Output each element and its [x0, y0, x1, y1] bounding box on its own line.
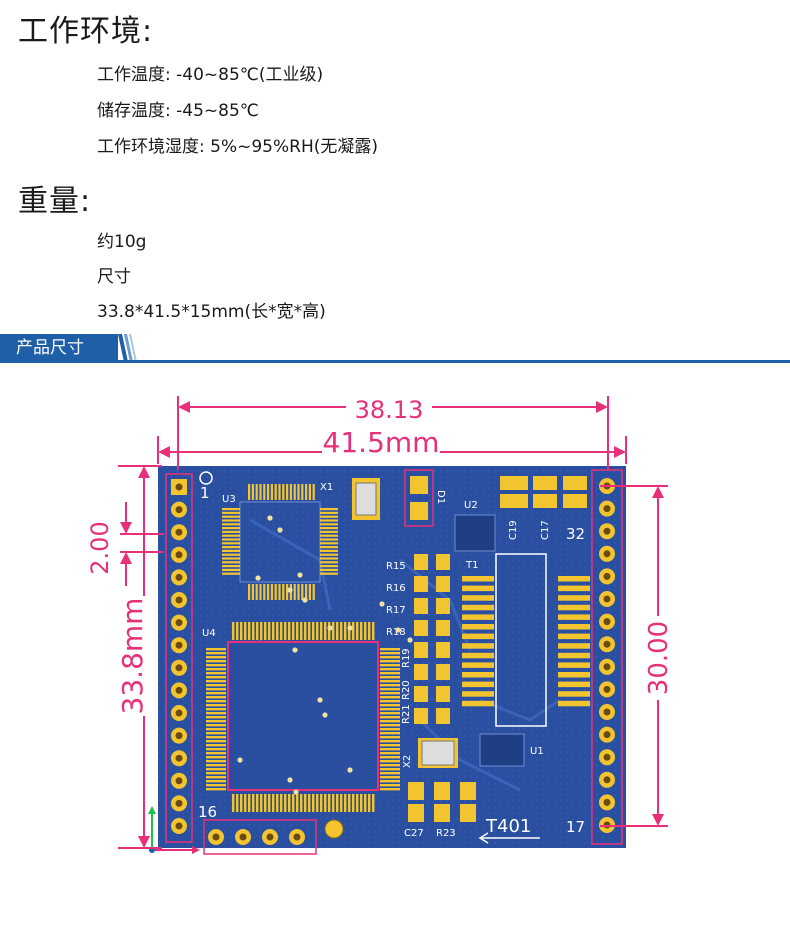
label-u1: U1: [530, 746, 544, 757]
via: [322, 712, 328, 718]
dimension-lines: [118, 396, 668, 849]
label-c27: C27: [404, 828, 424, 839]
board-name-t401: T401: [485, 816, 531, 837]
label-t1: T1: [465, 560, 478, 571]
label-r19: R19: [401, 648, 412, 668]
env-line-storage-temp: 储存温度: -45~85℃: [97, 101, 259, 121]
pcb-dimension-diagram: U3 X1 D1 U2 C19 C17 U4 R15 R16 R17 R18 R…: [86, 396, 674, 855]
dip-outline: [495, 553, 547, 727]
via: [379, 601, 385, 607]
label-u2: U2: [464, 500, 478, 511]
label-r20: R20: [401, 680, 412, 700]
dim-38-13: 38.13: [355, 396, 424, 424]
via: [287, 587, 293, 593]
diode-d1-pad-b: [410, 502, 428, 520]
via: [317, 697, 323, 703]
via: [267, 515, 273, 521]
diode-d1-pad-a: [410, 476, 428, 494]
chip-t1: [462, 576, 494, 707]
cap-c19-pad: [500, 476, 528, 490]
via: [297, 572, 303, 578]
via: [293, 789, 299, 795]
resistor-column: [414, 554, 450, 724]
chip-u2: [454, 514, 496, 552]
via: [347, 625, 353, 631]
label-u3: U3: [222, 494, 236, 505]
dim-30-00: 30.00: [644, 621, 674, 695]
weight-line-dimensions: 33.8*41.5*15mm(长*宽*高): [97, 302, 326, 322]
via: [287, 777, 293, 783]
label-r18: R18: [386, 627, 406, 638]
via: [292, 647, 298, 653]
dim-2-00: 2.00: [86, 521, 114, 574]
label-x2: X2: [402, 755, 413, 768]
section-underline: [0, 360, 790, 363]
mounting-pad: [324, 819, 344, 839]
label-r16: R16: [386, 583, 406, 594]
via: [395, 627, 401, 633]
via: [347, 767, 353, 773]
pin1-marker-circle: [199, 471, 213, 485]
dim-41-5mm: 41.5mm: [323, 426, 440, 459]
weight-title: 重量:: [18, 184, 92, 219]
section-header-product-size: 产品尺寸: [0, 334, 790, 364]
via: [255, 575, 261, 581]
label-r23: R23: [436, 828, 456, 839]
via: [237, 757, 243, 763]
pin-label-16: 16: [198, 803, 217, 821]
pin-label-17: 17: [566, 818, 585, 836]
pin-label-32: 32: [566, 525, 585, 543]
label-c17: C17: [540, 520, 551, 540]
via: [277, 527, 283, 533]
section-stripes-decoration: [118, 334, 137, 362]
pin-label-1: 1: [200, 484, 210, 502]
via: [327, 625, 333, 631]
env-title: 工作环境:: [18, 14, 154, 49]
label-x1: X1: [320, 482, 333, 493]
bottom-pin-header: [203, 819, 317, 855]
weight-line-weight: 约10g: [97, 232, 147, 252]
res-r23-pad: [434, 782, 450, 800]
label-r15: R15: [386, 561, 406, 572]
label-u4: U4: [202, 628, 216, 639]
left-pin-header: [165, 473, 193, 843]
label-c19: C19: [508, 520, 519, 540]
dimension-arrowheads: [120, 401, 664, 848]
chip-u4: [206, 622, 400, 812]
label-d1: D1: [435, 490, 446, 504]
env-line-operating-temp: 工作温度: -40~85℃(工业级): [97, 65, 324, 85]
weight-line-size-label: 尺寸: [97, 267, 131, 287]
label-r17: R17: [386, 605, 406, 616]
via: [407, 637, 413, 643]
env-line-humidity: 工作环境湿度: 5%~95%RH(无凝露): [97, 137, 378, 157]
dim-33-8mm: 33.8mm: [116, 598, 149, 715]
section-tab: 产品尺寸: [0, 334, 118, 362]
cap-c27-pad: [408, 782, 424, 800]
chip-u1: [479, 733, 525, 767]
cap-c17-pad: [533, 476, 557, 490]
right-pad-bars: [558, 576, 590, 707]
label-r21: R21: [401, 704, 412, 724]
via: [302, 597, 308, 603]
